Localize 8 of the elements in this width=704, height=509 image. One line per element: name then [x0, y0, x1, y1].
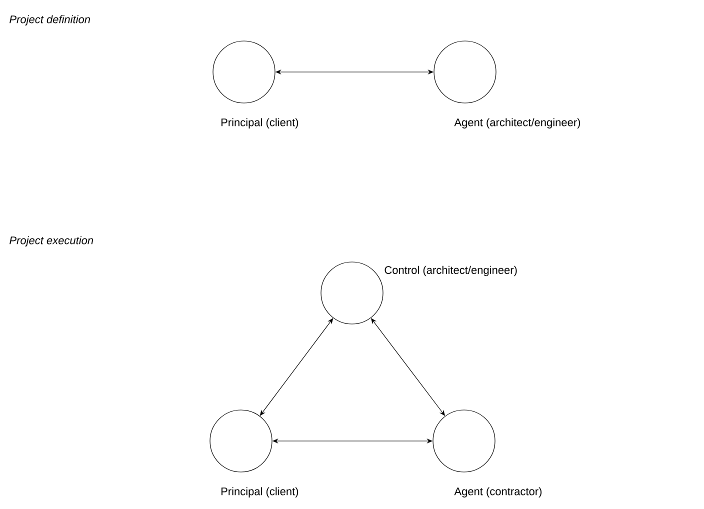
node-label: Principal (client): [221, 487, 298, 498]
node-label: Control (architect/engineer): [384, 266, 517, 276]
section-heading: Project definition: [10, 15, 90, 26]
arrow: [260, 318, 334, 416]
node-label: Agent (contractor): [454, 487, 542, 498]
node-label: Agent (architect/engineer): [454, 118, 580, 128]
node-label: Principal (client): [221, 118, 298, 128]
section-heading: Project execution: [10, 236, 94, 246]
